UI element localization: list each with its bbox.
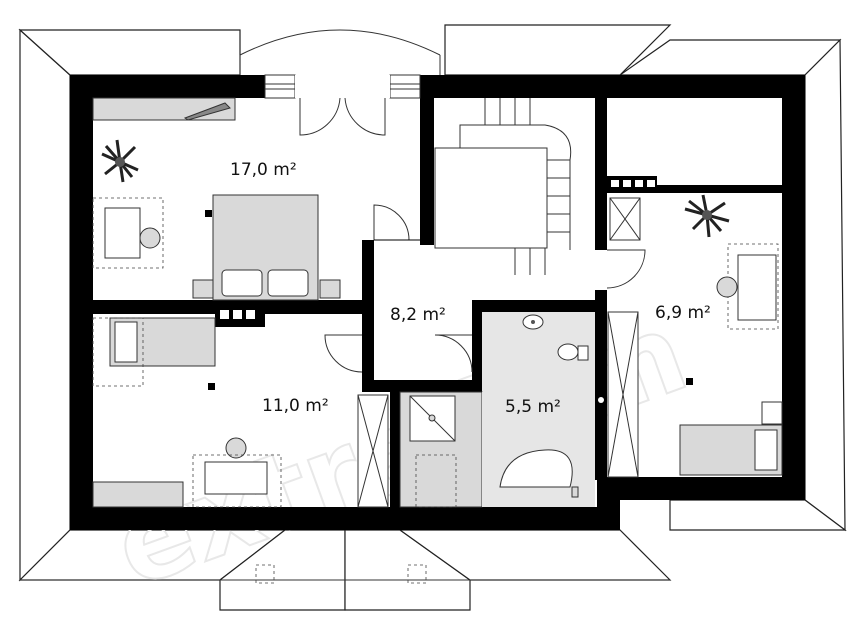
wardrobe-marks xyxy=(215,305,265,327)
room-area-bedroom-large: 17,0 m² xyxy=(230,160,297,180)
bedroom-lower-furniture xyxy=(92,305,389,508)
balcony-door xyxy=(299,97,386,136)
staircase xyxy=(434,98,572,275)
room-area-bedroom-small: 6,9 m² xyxy=(655,303,711,323)
roof-outline xyxy=(18,24,847,611)
room-area-bathroom: 5,5 m² xyxy=(505,397,561,417)
bedroom-small-furniture xyxy=(607,176,783,478)
room-area-bedroom-lower: 11,0 m² xyxy=(262,396,329,416)
bedroom-large-furniture xyxy=(92,97,341,301)
plant-icon xyxy=(101,139,139,183)
plant-icon xyxy=(684,194,730,238)
windows xyxy=(264,74,421,99)
room-area-hall: 8,2 m² xyxy=(390,305,446,325)
wardrobe-marks xyxy=(607,176,657,190)
doors xyxy=(324,204,646,373)
bathroom-fixtures xyxy=(392,312,604,508)
